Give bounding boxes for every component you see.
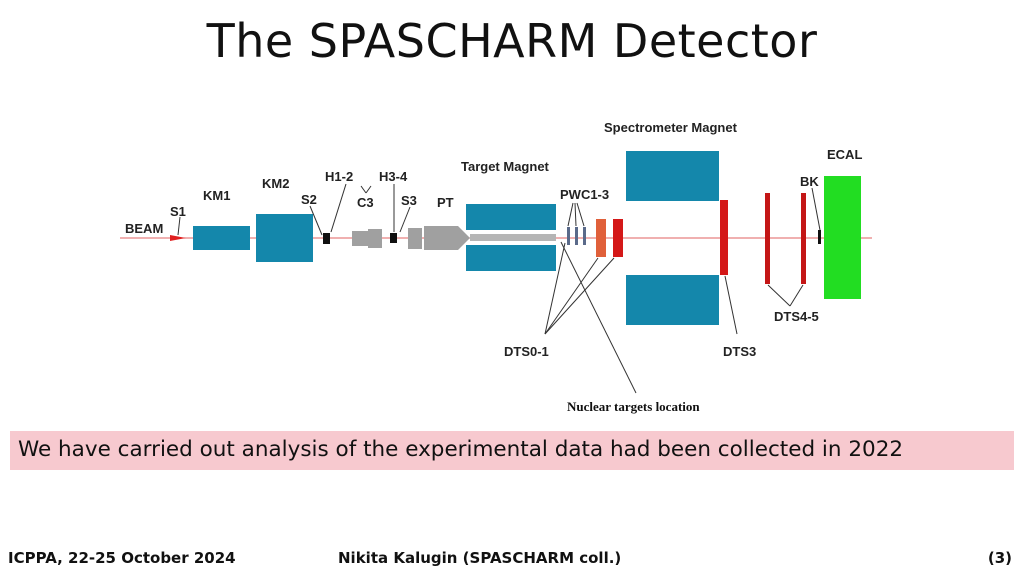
dts0-plane: [596, 219, 606, 257]
spectrometer-magnet-top: [626, 151, 719, 201]
c3-counter: [352, 231, 368, 246]
label-s2: S2: [301, 192, 317, 207]
target-magnet-bottom: [466, 245, 556, 271]
label-beam: BEAM: [125, 221, 163, 236]
slide-title: The SPASCHARM Detector: [206, 14, 818, 68]
km2-magnet: [256, 214, 313, 262]
pt-tube: [470, 234, 556, 241]
label-target-magnet: Target Magnet: [461, 159, 550, 174]
pt-target-2: [424, 226, 470, 250]
detector-diagram: BEAM S1 KM1 KM2 S2 H1-2 C3 H3-4 S3 PT Ta…: [120, 120, 872, 414]
s3-counter: [390, 233, 397, 243]
km1-magnet: [193, 226, 250, 250]
pt-target-1: [408, 228, 422, 249]
dts4-plane: [765, 193, 770, 284]
beam-arrow: [170, 235, 186, 241]
label-nuclear-targets: Nuclear targets location: [567, 399, 700, 414]
footer-author: Nikita Kalugin (SPASCHARM coll.): [338, 549, 622, 567]
label-pwc: PWC1-3: [560, 187, 609, 202]
footer-conference: ICPPA, 22-25 October 2024: [8, 549, 236, 567]
bk-counter: [818, 230, 821, 244]
pwc-plane-2: [575, 227, 578, 245]
ecal-block: [824, 176, 861, 299]
label-h12: H1-2: [325, 169, 353, 184]
s2-counter: [323, 233, 330, 244]
dts5-plane: [801, 193, 806, 284]
pwc-plane-3: [583, 227, 586, 245]
label-h34: H3-4: [379, 169, 408, 184]
label-s1: S1: [170, 204, 186, 219]
summary-banner: We have carried out analysis of the expe…: [10, 431, 1014, 470]
spectrometer-magnet-bottom: [626, 275, 719, 325]
label-dts3: DTS3: [723, 344, 756, 359]
label-s3: S3: [401, 193, 417, 208]
dts1-plane: [613, 219, 623, 257]
pwc-plane-1: [567, 227, 570, 245]
label-c3: C3: [357, 195, 374, 210]
label-dts45: DTS4-5: [774, 309, 819, 324]
label-spectrometer-magnet: Spectrometer Magnet: [604, 120, 738, 135]
c3-counter-part: [368, 229, 382, 248]
footer-page-number: (3): [987, 549, 1012, 567]
dts3-plane: [720, 200, 728, 275]
target-magnet-top: [466, 204, 556, 230]
pointer-lines: [177, 183, 821, 394]
label-ecal: ECAL: [827, 147, 862, 162]
label-bk: BK: [800, 174, 819, 189]
label-km1: KM1: [203, 188, 230, 203]
label-km2: KM2: [262, 176, 289, 191]
label-pt: PT: [437, 195, 454, 210]
label-dts01: DTS0-1: [504, 344, 549, 359]
